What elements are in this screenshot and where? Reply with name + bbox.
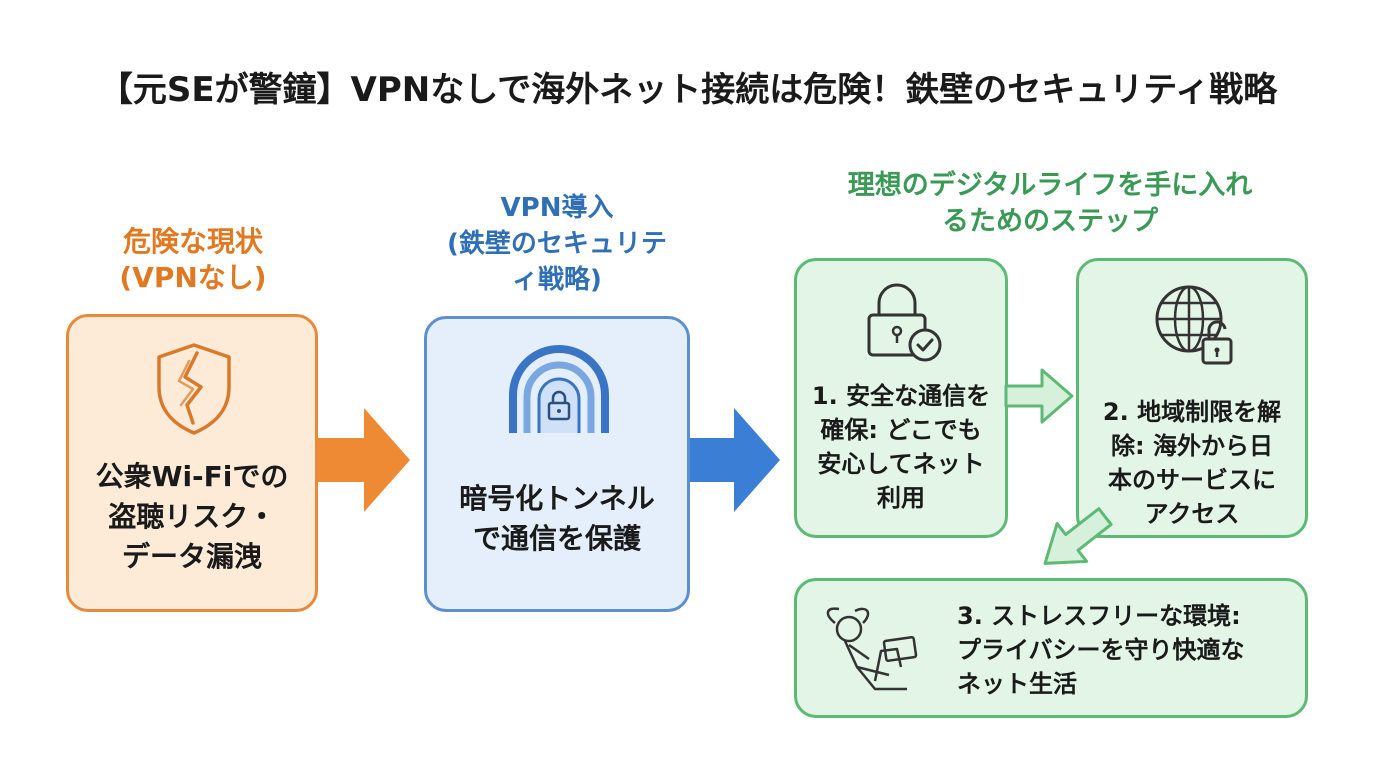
step3-line3: ネット生活 [957,670,1077,698]
step2-line1: 2. 地域制限を解 [1102,398,1282,426]
vpn-card: 暗号化トンネル で通信を保護 [424,316,690,612]
step1-line3: 安心してネット [817,450,985,478]
padlock-check-icon [867,283,942,362]
danger-heading-line2: (VPNなし) [119,261,267,294]
step1-card: 1. 安全な通信を 確保: どこでも 安心してネット 利用 [794,258,1008,538]
step2-line2: 除: 海外から日 [1111,432,1273,460]
danger-heading: 危険な現状 (VPNなし) [60,224,326,296]
danger-card: 公衆Wi-Fiでの 盗聴リスク・ データ漏洩 [66,314,318,612]
broken-shield-icon [157,343,231,435]
page-title: 【元SEが警鐘】VPNなしで海外ネット接続は危険！鉄壁のセキュリティ戦略 [98,70,1278,110]
danger-text-line3: データ漏洩 [121,540,262,573]
danger-text: 公衆Wi-Fiでの 盗聴リスク・ データ漏洩 [69,457,315,577]
step1-line1: 1. 安全な通信を [811,382,991,410]
steps-heading-line1: 理想のデジタルライフを手に入れ [847,170,1253,201]
step2-text: 2. 地域制限を解 除: 海外から日 本のサービスに アクセス [1079,395,1305,531]
danger-text-line1: 公衆Wi-Fiでの [95,460,289,493]
steps-heading: 理想のデジタルライフを手に入れ るためのステップ [790,168,1310,240]
step1-line4: 利用 [877,484,925,512]
step3-text: 3. ストレスフリーな環境: プライバシーを守り快適な ネット生活 [957,599,1297,701]
danger-text-line2: 盗聴リスク・ [108,500,276,533]
vpn-heading-line2: (鉄壁のセキュリテ [447,229,667,259]
vpn-text: 暗号化トンネル で通信を保護 [427,479,687,559]
vpn-heading-line1: VPN導入 [500,193,614,223]
step1-line2: 確保: どこでも [820,416,982,444]
step1-text: 1. 安全な通信を 確保: どこでも 安心してネット 利用 [797,379,1005,515]
step2-line3: 本のサービスに [1108,466,1276,494]
step2-line4: アクセス [1144,500,1240,528]
green-arrow-diagonal [1043,507,1113,565]
blue-arrow [690,408,780,512]
vpn-text-line1: 暗号化トンネル [459,482,655,515]
danger-heading-line1: 危険な現状 [122,225,263,258]
vpn-heading-line3: ィ戦略) [512,265,602,295]
orange-arrow [318,408,410,512]
step3-line1: 3. ストレスフリーな環境: [957,602,1241,630]
step2-card: 2. 地域制限を解 除: 海外から日 本のサービスに アクセス [1076,258,1308,538]
step3-line2: プライバシーを守り快適な [957,636,1245,664]
steps-heading-line2: るためのステップ [942,206,1158,237]
lock-tunnel-icon [509,345,609,433]
vpn-heading: VPN導入 (鉄壁のセキュリテ ィ戦略) [412,190,702,298]
relaxing-person-icon [826,607,918,691]
globe-unlock-icon [1155,285,1233,365]
step3-card: 3. ストレスフリーな環境: プライバシーを守り快適な ネット生活 [794,578,1308,718]
green-arrow-right [1004,368,1074,424]
vpn-text-line2: で通信を保護 [472,522,641,555]
